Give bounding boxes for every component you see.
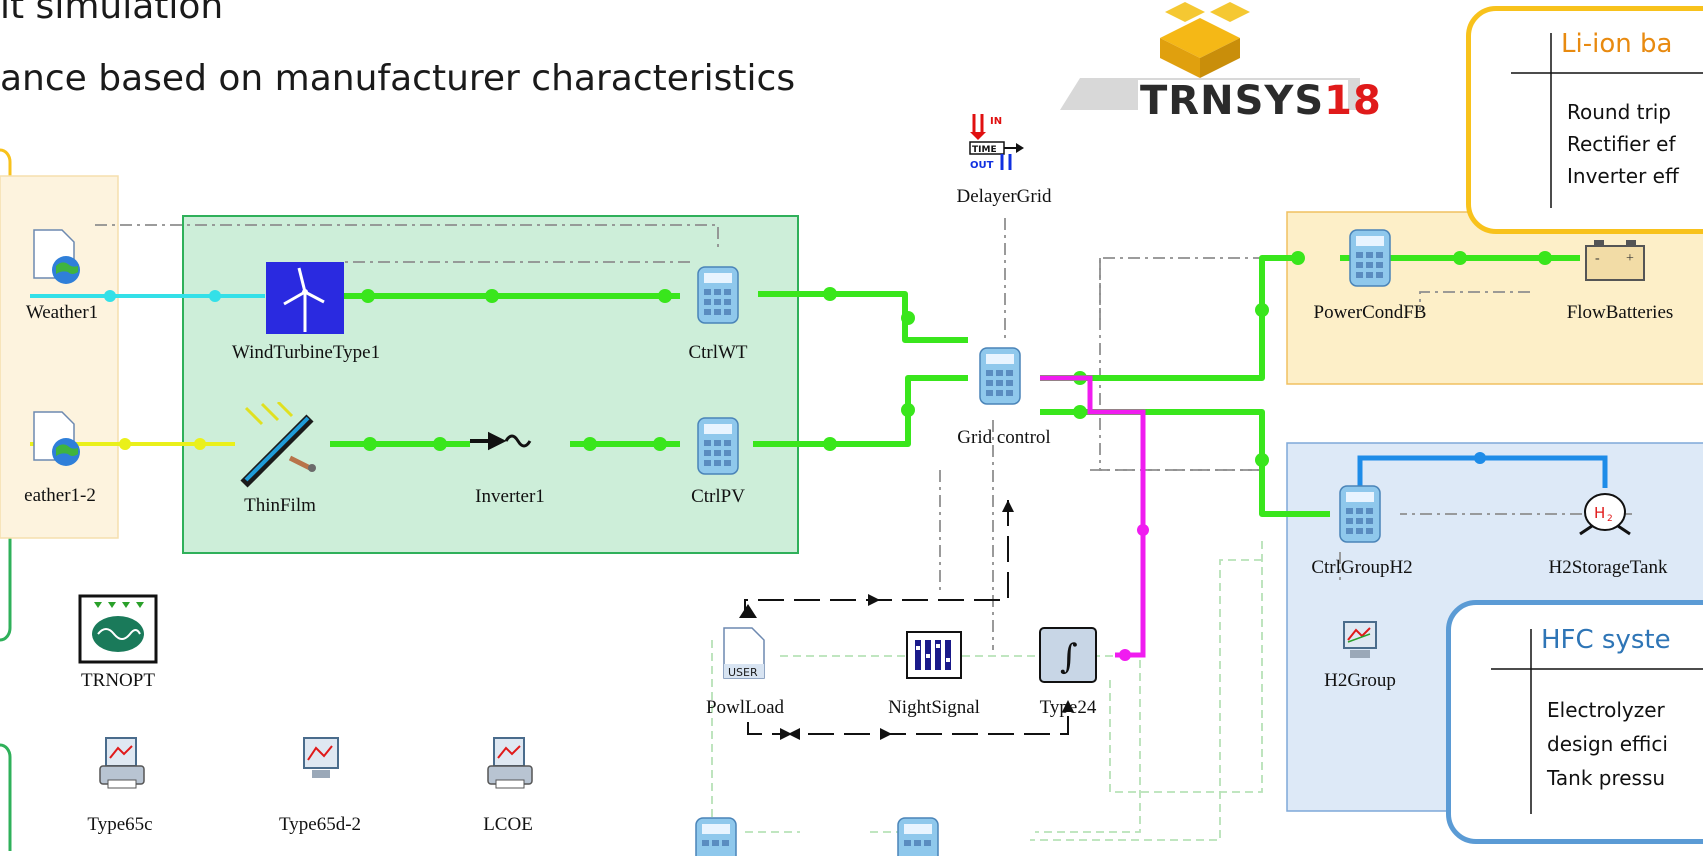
grid-control-label: Grid control <box>957 427 1051 448</box>
ctrl-wt-icon[interactable] <box>696 265 740 325</box>
type65c-icon[interactable] <box>96 736 148 790</box>
weather1-2-label: eather1-2 <box>24 485 96 506</box>
delayer-out-text: OUT <box>970 160 994 171</box>
ctrl-pv-label: CtrlPV <box>691 486 745 507</box>
delayer-grid-label: DelayerGrid <box>956 186 1052 207</box>
ctrl-group-h2-label: CtrlGroupH2 <box>1311 557 1413 578</box>
delayer-grid-icon[interactable]: IN TIME OUT <box>968 112 1040 172</box>
delayer-in-text: IN <box>990 116 1002 127</box>
h2-group-label: H2Group <box>1324 670 1396 691</box>
li-ion-callout: Li-ion ba Round trip Rectifier ef Invert… <box>1466 6 1703 234</box>
grid-control-icon[interactable] <box>978 346 1022 406</box>
user-file-text: USER <box>728 666 758 679</box>
trnopt-icon[interactable] <box>78 594 158 664</box>
svg-text:-: - <box>1595 251 1600 266</box>
power-cond-fb-icon[interactable] <box>1348 228 1392 288</box>
bottom-calculator-1-icon[interactable] <box>694 816 738 861</box>
hfc-title: HFC syste <box>1541 625 1671 655</box>
inverter-glyph <box>470 431 532 451</box>
thin-film-label: ThinFilm <box>244 495 316 516</box>
li-ion-line-3: Inverter eff <box>1567 164 1679 188</box>
ctrl-pv-icon[interactable] <box>696 416 740 476</box>
lcoe-label: LCOE <box>483 814 533 835</box>
night-signal-icon[interactable] <box>905 630 963 680</box>
type24-label: Type24 <box>1039 697 1097 718</box>
trnsys-logo-text: TRNSYS18 <box>1140 78 1382 124</box>
load-control-arrows <box>739 500 1074 740</box>
left-green-callout-edge-2 <box>0 743 12 851</box>
li-ion-line-2: Rectifier ef <box>1567 132 1676 156</box>
li-ion-title: Li-ion ba <box>1561 29 1673 59</box>
h2-subscript-text: 2 <box>1607 514 1613 524</box>
logo-name: TRNSYS <box>1140 78 1325 124</box>
ctrl-wt-label: CtrlWT <box>688 342 748 363</box>
delayer-time-text: TIME <box>972 145 997 155</box>
wind-turbine-icon[interactable] <box>266 262 344 334</box>
inverter1-label: Inverter1 <box>475 486 545 507</box>
lcoe-icon[interactable] <box>484 736 536 790</box>
hfc-callout-rule <box>1491 629 1703 814</box>
left-green-callout-edge-1 <box>0 458 12 642</box>
li-ion-callout-rule <box>1511 33 1703 208</box>
h2-group-icon[interactable] <box>1340 620 1380 664</box>
thin-film-icon[interactable] <box>236 400 328 488</box>
header-line-2: ance based on manufacturer characteristi… <box>0 58 796 99</box>
li-ion-line-1: Round trip <box>1567 100 1671 124</box>
power-cond-fb-label: PowerCondFB <box>1313 302 1427 323</box>
type65d-2-label: Type65d-2 <box>278 814 362 835</box>
ctrl-group-h2-icon[interactable] <box>1338 484 1382 544</box>
hfc-callout: HFC syste Electrolyzer design effici Tan… <box>1446 600 1703 844</box>
faint-lines <box>711 540 1263 841</box>
weather1-2-icon[interactable] <box>28 408 86 468</box>
flow-batteries-label: FlowBatteries <box>1566 302 1674 323</box>
wind-turbine-label: WindTurbineType1 <box>231 342 381 363</box>
load-line <box>1040 375 1146 658</box>
hfc-line-3: Tank pressu <box>1547 766 1666 790</box>
hfc-line-2: design effici <box>1547 732 1668 756</box>
trnopt-label: TRNOPT <box>81 670 155 691</box>
integral-text: ∫ <box>1060 637 1078 677</box>
type65c-label: Type65c <box>87 814 153 835</box>
h2-symbol-text: H <box>1594 504 1605 522</box>
powl-load-icon[interactable]: USER <box>718 624 770 682</box>
header-line-1: it simulation <box>0 0 224 27</box>
powl-load-label: PowlLoad <box>705 697 785 718</box>
weather1-icon[interactable] <box>28 226 86 286</box>
hfc-line-1: Electrolyzer <box>1547 698 1665 722</box>
weather1-label: Weather1 <box>25 302 99 323</box>
bottom-calculator-2-icon[interactable] <box>896 816 940 861</box>
trnsys-logo <box>1060 0 1360 128</box>
control-lines <box>95 218 1632 650</box>
flow-batteries-icon[interactable]: -+ <box>1584 238 1646 282</box>
logo-version: 18 <box>1324 78 1382 124</box>
type65d-2-icon[interactable] <box>296 736 348 790</box>
h2-storage-tank-label: H2StorageTank <box>1548 557 1668 578</box>
night-signal-label: NightSignal <box>888 697 980 718</box>
svg-text:+: + <box>1626 251 1634 266</box>
type24-icon[interactable]: ∫ <box>1038 626 1098 684</box>
